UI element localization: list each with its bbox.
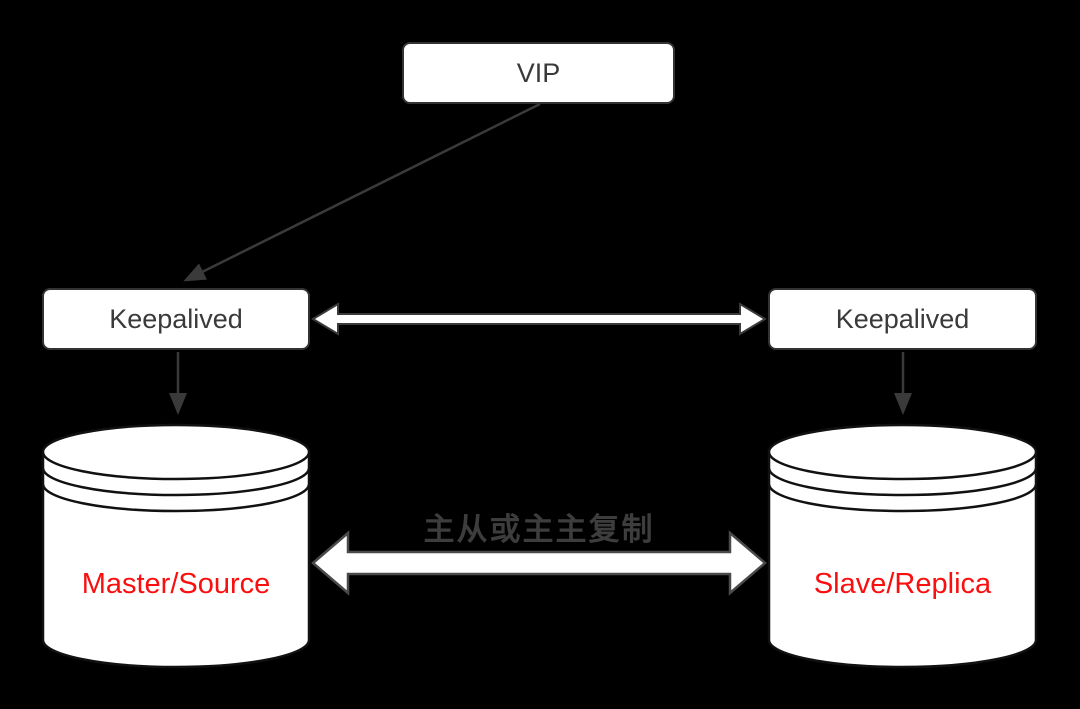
database-cylinder-slave: [767, 423, 1038, 669]
edge-vip-to-keepalived-left-arrow: [183, 102, 541, 282]
node-keepalived-left-label: Keepalived: [109, 303, 243, 334]
database-slave-label-text: Slave/Replica: [813, 567, 992, 600]
node-vip: VIP: [402, 42, 675, 104]
database-cylinder-master: [41, 423, 311, 669]
database-master-label-text: Master/Source: [81, 567, 271, 600]
node-vip-label: VIP: [516, 57, 561, 88]
edge-replication-double-arrow: [311, 530, 767, 596]
node-keepalived-right: Keepalived: [768, 288, 1037, 350]
node-keepalived-right-label: Keepalived: [835, 303, 970, 334]
database-master-label: Master/Source: [42, 566, 310, 602]
edge-keepalived-heartbeat-double-arrow: [311, 302, 767, 336]
node-keepalived-left: Keepalived: [42, 288, 310, 350]
database-slave-label: Slave/Replica: [768, 566, 1037, 602]
replication-edge-label: 主从或主主复制: [313, 506, 765, 547]
replication-edge-label-text: 主从或主主复制: [423, 511, 655, 547]
